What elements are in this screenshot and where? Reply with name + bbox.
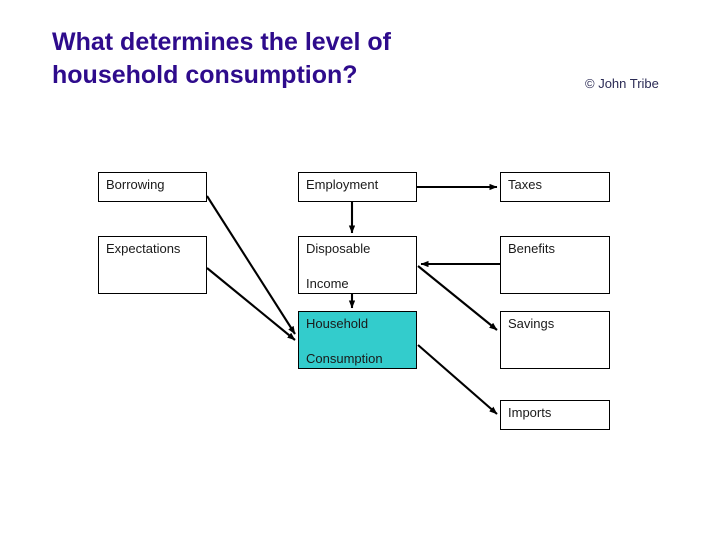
node-household-consumption-label-line1: Household <box>306 316 369 331</box>
copyright-credit: © John Tribe <box>585 76 659 91</box>
node-benefits-label: Benefits <box>508 241 555 256</box>
node-taxes-label: Taxes <box>508 177 542 192</box>
node-household-consumption-label-line2: Consumption <box>306 351 383 366</box>
node-employment-label: Employment <box>306 177 379 192</box>
node-imports[interactable]: Imports <box>500 400 610 430</box>
edge-borrowing-household <box>206 195 296 335</box>
node-imports-label: Imports <box>508 405 552 420</box>
node-benefits[interactable]: Benefits <box>500 236 610 294</box>
node-expectations[interactable]: Expectations <box>98 236 207 294</box>
node-taxes[interactable]: Taxes <box>500 172 610 202</box>
node-disposable-income-label-line2: Income <box>306 276 349 291</box>
edge-household-imports <box>417 344 498 415</box>
edge-disposable-savings <box>417 265 498 331</box>
edge-expectations-household <box>206 267 296 341</box>
node-household-consumption[interactable]: Household Consumption <box>298 311 417 369</box>
page-title: What determines the level of household c… <box>52 28 391 89</box>
node-savings-label: Savings <box>508 316 555 331</box>
node-borrowing[interactable]: Borrowing <box>98 172 207 202</box>
node-disposable-income-label-line1: Disposable <box>306 241 371 256</box>
node-expectations-label: Expectations <box>106 241 181 256</box>
node-borrowing-label: Borrowing <box>106 177 165 192</box>
node-savings[interactable]: Savings <box>500 311 610 369</box>
node-employment[interactable]: Employment <box>298 172 417 202</box>
node-disposable-income[interactable]: Disposable Income <box>298 236 417 294</box>
